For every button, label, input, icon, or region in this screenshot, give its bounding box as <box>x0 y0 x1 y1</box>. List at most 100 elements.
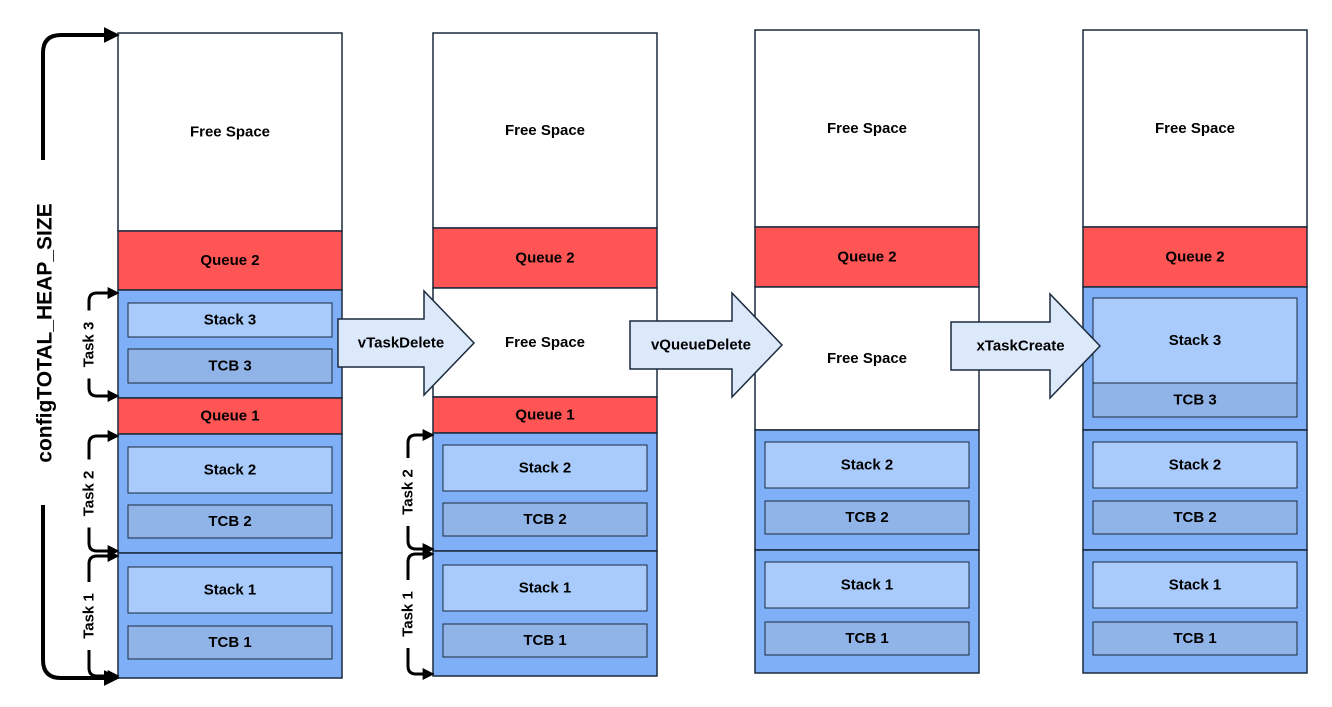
stack-box <box>764 441 970 489</box>
block-arrow <box>629 291 784 399</box>
task-brackets: Task 3 Task 2 Task 1 Task 2 Task 1 <box>81 287 435 682</box>
tcb-box <box>764 500 970 535</box>
free-space-block <box>1082 29 1308 228</box>
free-space-label: Free Space <box>505 122 585 139</box>
bracket-line <box>87 527 120 557</box>
bracket-line <box>406 429 435 458</box>
free-space-label: Free Space <box>827 350 907 367</box>
stack-label: Stack 1 <box>1169 577 1222 594</box>
task-bracket: Task 1 <box>81 550 120 682</box>
free-space-block <box>432 32 658 229</box>
tcb-label: TCB 1 <box>845 630 888 647</box>
stack-label: Stack 2 <box>519 460 572 477</box>
tcb-box <box>764 621 970 656</box>
stack-box <box>127 446 333 494</box>
queue-label: Queue 1 <box>200 408 259 425</box>
tcb-label: TCB 1 <box>1173 630 1216 647</box>
stack-box <box>1092 297 1298 384</box>
bracket-line <box>87 550 120 582</box>
bracket-line <box>406 526 435 555</box>
tcb-box <box>127 504 333 539</box>
tcb-label: TCB 3 <box>208 358 251 375</box>
queue-label: Queue 1 <box>515 407 574 424</box>
tcb-box <box>127 348 333 384</box>
free-space-block <box>117 32 343 232</box>
tcb-box <box>1092 500 1298 535</box>
stack-label: Stack 2 <box>204 462 257 479</box>
tcb-box <box>1092 621 1298 656</box>
bracket-line <box>406 548 435 580</box>
bracket-line <box>406 648 435 680</box>
queue-block <box>432 396 658 434</box>
stack-label: Stack 1 <box>519 580 572 597</box>
stack-box <box>764 561 970 609</box>
stack-box <box>127 566 333 614</box>
bracket-line <box>87 430 120 460</box>
tcb-label: TCB 2 <box>1173 509 1216 526</box>
stack-box <box>442 564 648 612</box>
heap-bracket-line <box>41 27 120 160</box>
task-bracket: Task 2 <box>400 429 435 555</box>
task-bracket: Task 3 <box>81 287 120 402</box>
tcb-label: TCB 1 <box>523 632 566 649</box>
task-bracket-label: Task 2 <box>400 469 417 515</box>
queue-label: Queue 2 <box>515 250 574 267</box>
heap-bracket-line <box>41 505 120 686</box>
block-arrow <box>950 292 1102 400</box>
tcb-box <box>442 623 648 658</box>
stack-label: Stack 3 <box>204 312 257 329</box>
queue-label: Queue 2 <box>1165 249 1224 266</box>
heap-size-label: configTOTAL_HEAP_SIZE <box>34 203 57 462</box>
tcb-box <box>1092 382 1298 418</box>
bracket-line <box>87 287 120 311</box>
stack-label: Stack 3 <box>1169 332 1222 349</box>
stack-box <box>442 444 648 492</box>
task-bracket: Task 1 <box>400 548 435 680</box>
free-space-label: Free Space <box>827 120 907 137</box>
stack-label: Stack 2 <box>1169 457 1222 474</box>
block-arrow <box>337 289 476 397</box>
operation-arrow-vtaskdelete: vTaskDelete <box>337 289 476 397</box>
bracket-line <box>87 650 120 682</box>
queue-block <box>432 227 658 289</box>
free-space-label: Free Space <box>1155 120 1235 137</box>
tcb-label: TCB 2 <box>523 511 566 528</box>
free-space-label: Free Space <box>505 334 585 351</box>
queue-block <box>117 397 343 435</box>
task-bracket-label: Task 1 <box>400 591 417 637</box>
task-bracket-label: Task 1 <box>81 593 98 639</box>
free-space-label: Free Space <box>190 124 270 141</box>
tcb-label: TCB 1 <box>208 634 251 651</box>
tcb-label: TCB 2 <box>845 509 888 526</box>
queue-label: Queue 2 <box>837 249 896 266</box>
task-bracket: Task 2 <box>81 430 120 557</box>
tcb-box <box>127 625 333 660</box>
free-space-block <box>754 29 980 228</box>
operation-arrow-vqueuedelete: vQueueDelete <box>629 291 784 399</box>
operation-arrow-xtaskcreate: xTaskCreate <box>950 292 1102 400</box>
task-bracket-label: Task 2 <box>81 471 98 517</box>
operation-label: xTaskCreate <box>976 338 1064 355</box>
bracket-line <box>87 378 120 402</box>
stack-box <box>1092 561 1298 609</box>
operation-label: vQueueDelete <box>651 337 751 354</box>
heap-size-bracket: configTOTAL_HEAP_SIZE <box>34 27 120 686</box>
stack-label: Stack 1 <box>204 582 257 599</box>
stack-label: Stack 2 <box>841 457 894 474</box>
queue-label: Queue 2 <box>200 252 259 269</box>
queue-block <box>1082 226 1308 288</box>
tcb-label: TCB 2 <box>208 513 251 530</box>
stack-label: Stack 1 <box>841 577 894 594</box>
tcb-box <box>442 502 648 537</box>
stack-box <box>1092 441 1298 489</box>
operation-label: vTaskDelete <box>358 335 444 352</box>
free-space-block <box>754 286 980 431</box>
tcb-label: TCB 3 <box>1173 392 1216 409</box>
operation-arrows: vTaskDelete vQueueDelete xTaskCreate <box>337 289 1102 400</box>
